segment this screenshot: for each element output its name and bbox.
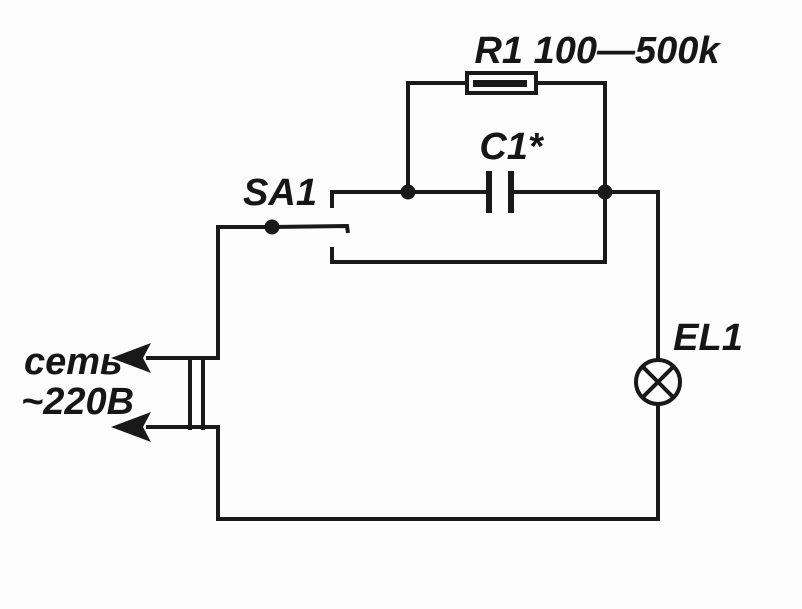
label-mains-line1: сеть: [24, 341, 123, 383]
lamp-el1-cross-icon: [640, 364, 676, 400]
wire-r1-right-lead: [536, 81, 607, 192]
wire-left-rail-top: [146, 225, 272, 360]
label-mains-line2: ~220В: [21, 381, 134, 423]
lamp-el1-icon: [634, 358, 682, 406]
wire-left-rail-bottom-and-bottom-wire: [146, 404, 660, 521]
mains-arrow-top-icon: [111, 343, 151, 373]
label-switch-sa1: SA1: [243, 172, 317, 214]
switch-sa1-pivot-dot: [264, 219, 280, 235]
wire-bypass: [330, 192, 607, 264]
resistor-r1-inner-bar: [473, 80, 527, 87]
label-lamp-el1: EL1: [673, 317, 743, 359]
wire-top-node-right: [512, 190, 660, 360]
mains-arrow-bottom-icon: [111, 412, 151, 442]
wire-top-node-left: [330, 190, 488, 208]
mains-connector-icon: [188, 356, 205, 430]
switch-sa1-lever: [271, 223, 350, 234]
junction-dot-left: [400, 184, 416, 200]
label-capacitor-c1: C1*: [479, 126, 545, 168]
capacitor-c1-plates: [486, 171, 514, 213]
junction-dot-right: [597, 184, 613, 200]
wire-r1-left-lead: [406, 81, 467, 192]
label-resistor-r1: R1 100—500k: [474, 30, 721, 72]
